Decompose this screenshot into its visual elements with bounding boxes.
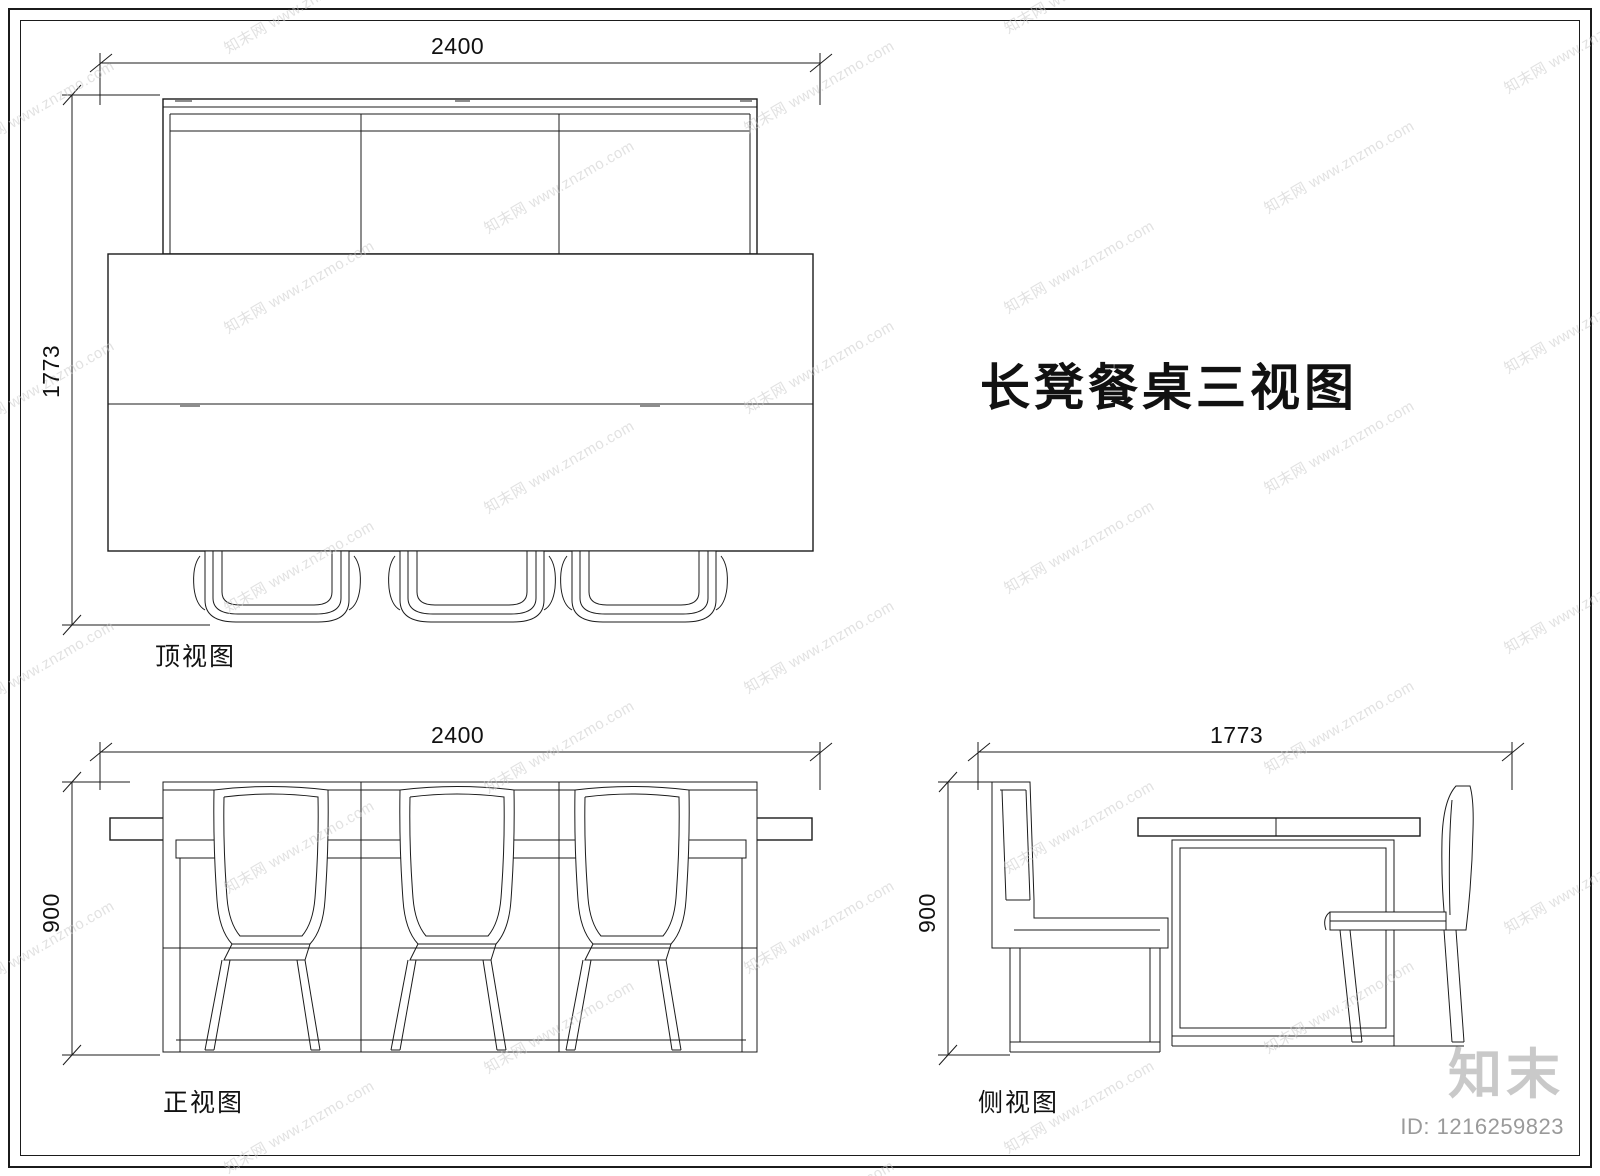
front-view-title: 正视图	[163, 1088, 245, 1117]
side-view-width-dimension	[967, 742, 1525, 790]
side-view-height-dimension-label: 900	[914, 893, 940, 933]
top-view-width-dimension-label: 2400	[431, 33, 485, 59]
sheet-border-outer	[8, 8, 1592, 1168]
front-view-height-dimension	[62, 771, 160, 1066]
logo-text: 知末	[1448, 1043, 1564, 1106]
page-title: 长凳餐桌三视图	[980, 358, 1358, 417]
top-view-geometry	[107, 98, 814, 623]
front-view-height-dimension-label: 900	[38, 893, 64, 933]
sheet-border-inner	[20, 20, 1580, 1156]
top-view-title: 顶视图	[155, 642, 237, 671]
side-view-geometry	[991, 781, 1474, 1053]
drawing-id-label: ID: 1216259823	[1400, 1114, 1564, 1139]
side-view-height-dimension	[938, 771, 1010, 1066]
front-view-width-dimension-label: 2400	[431, 722, 485, 748]
top-view-width-dimension	[89, 53, 833, 105]
top-view-depth-dimension	[62, 84, 210, 636]
top-view-depth-dimension-label: 1773	[38, 344, 64, 398]
side-view-width-dimension-label: 1773	[1210, 722, 1264, 748]
front-view-width-dimension	[89, 742, 833, 790]
front-view-geometry	[109, 781, 813, 1053]
side-view-title: 侧视图	[978, 1088, 1060, 1117]
site-logo: 知末	[1448, 1048, 1564, 1102]
